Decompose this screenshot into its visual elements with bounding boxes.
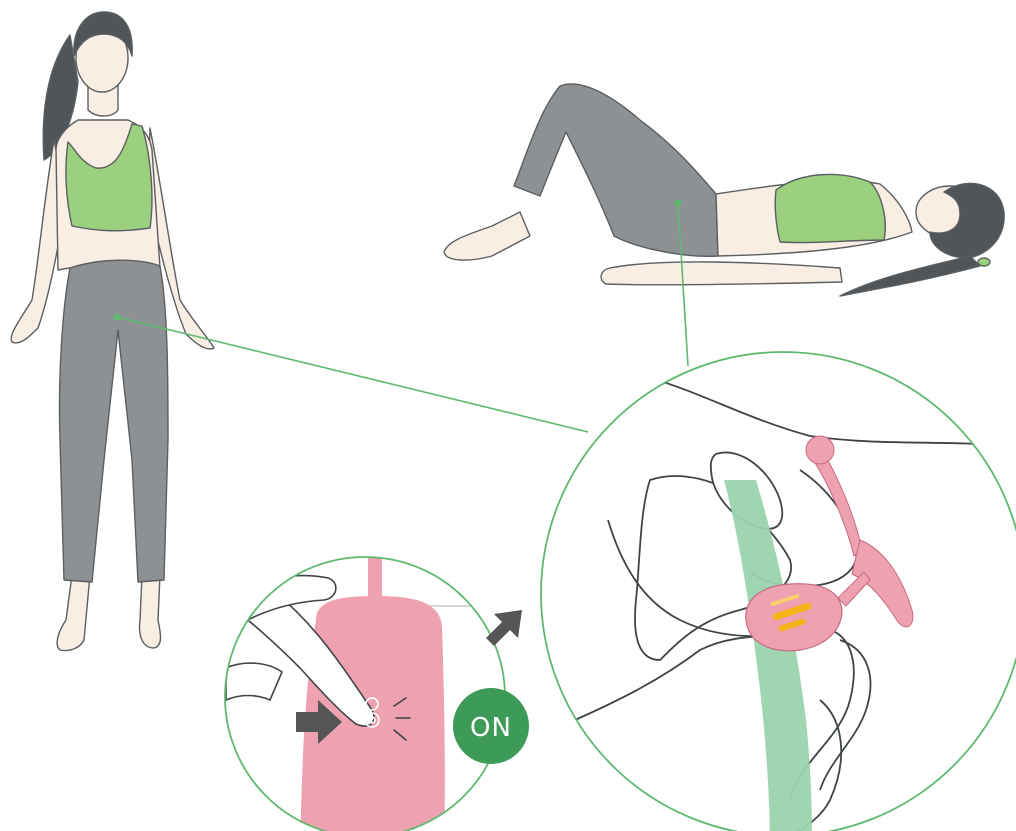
lying-leggings [514,84,718,256]
callout-dot-standing [114,314,121,321]
standing-left-foot [57,575,90,651]
lying-sports-top [775,174,885,242]
standing-right-foot [140,575,161,648]
lying-feet [444,212,530,260]
lying-forearm [601,262,842,285]
standing-woman-figure [11,12,214,651]
on-badge: ON [453,688,529,764]
pelvic-detail-circle [541,352,1016,831]
standing-leggings [59,260,168,582]
on-badge-label: ON [470,713,512,743]
callout-line-standing [117,317,588,432]
power-on-detail-circle [225,555,505,831]
callout-dot-lying [675,200,682,207]
lying-woman-figure [444,84,1004,296]
callout-lines [117,203,688,432]
device-tip [806,436,834,464]
lying-ponytail [840,256,980,296]
arrow-right-icon [486,610,522,646]
lying-hair-tie [978,258,990,266]
